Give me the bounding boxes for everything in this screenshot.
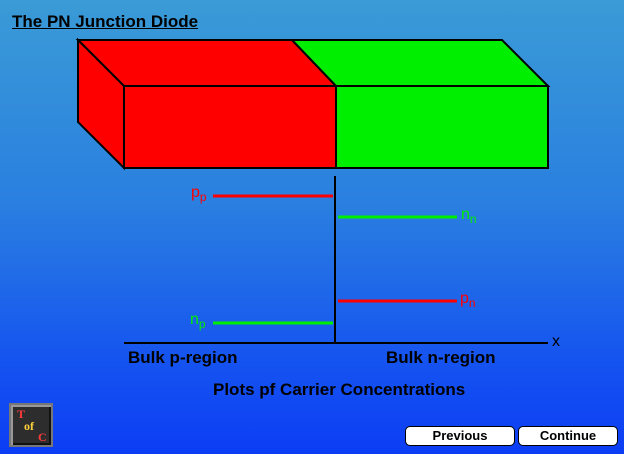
toc-letter-of: of <box>24 419 34 433</box>
plot-caption: Plots pf Carrier Concentrations <box>213 380 466 399</box>
nn-label: nn <box>461 206 477 226</box>
n-region-front-face <box>335 85 549 169</box>
bulk-p-region-label: Bulk p-region <box>128 348 238 367</box>
pn-label: pn <box>460 290 476 310</box>
previous-button[interactable]: Previous <box>405 426 515 446</box>
continue-button[interactable]: Continue <box>518 426 618 446</box>
table-of-contents-icon[interactable]: T of C <box>9 403 53 447</box>
bulk-n-region-label: Bulk n-region <box>386 348 496 367</box>
toc-letter-t: T <box>17 407 26 421</box>
p-region-front-face <box>123 85 337 169</box>
np-label: np <box>190 311 206 331</box>
toc-letter-c: C <box>38 430 47 444</box>
page-title: The PN Junction Diode <box>12 12 199 31</box>
x-axis-label: x <box>552 333 560 350</box>
n-region-top-face <box>289 39 551 87</box>
pp-label: pp <box>191 184 207 204</box>
